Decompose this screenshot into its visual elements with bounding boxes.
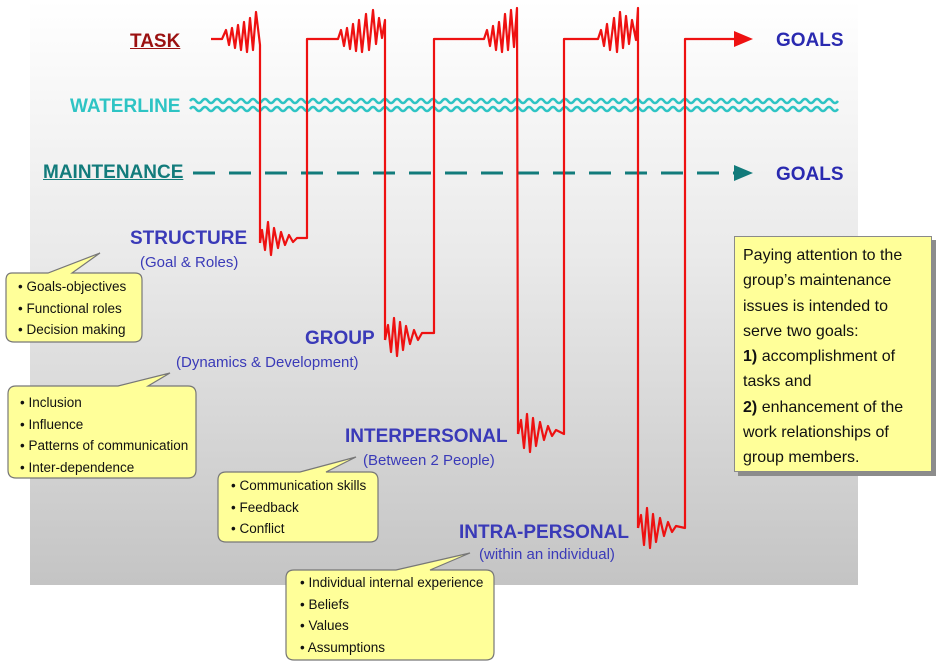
- note-line: serve two goals:: [743, 322, 859, 340]
- list-item: • Values: [300, 618, 349, 633]
- list-item: • Assumptions: [300, 639, 386, 655]
- diagram-background: [30, 0, 858, 585]
- list-item: • Goals-objectives: [18, 279, 127, 294]
- note-line: work relationships of: [743, 424, 889, 442]
- bubble-group: [7, 372, 197, 479]
- list-item: • Feedback: [231, 499, 299, 515]
- note-line: group members.: [743, 449, 860, 467]
- level-group-subtitle: (Dynamics & Development): [176, 354, 359, 371]
- list-item: • Influence: [20, 416, 84, 432]
- list-item: • Individual internal experience: [300, 575, 484, 590]
- task-process-line: [211, 6, 753, 550]
- list-item: • Decision making: [18, 322, 126, 337]
- note-goal-1: 1) accomplishment of: [743, 348, 896, 366]
- task-goals-label: GOALS: [776, 30, 844, 51]
- level-intrapersonal-title: INTRA-PERSONAL: [459, 522, 629, 543]
- wave-row: [189, 105, 839, 113]
- task-label: TASK: [130, 31, 181, 52]
- maintenance-goals-label: GOALS: [776, 164, 844, 185]
- waterline-waves: [189, 97, 839, 113]
- list-item: • Communication skills: [231, 478, 367, 493]
- bubble-interpersonal: [217, 456, 379, 543]
- bubble-structure-list: • Goals-objectives • Functional roles • …: [18, 276, 126, 341]
- bubble-group-list: • Inclusion • Influence • Patterns of co…: [20, 392, 188, 478]
- level-interpersonal-subtitle: (Between 2 People): [363, 452, 495, 469]
- list-item: • Inter-dependence: [20, 459, 135, 475]
- level-intrapersonal-subtitle: (within an individual): [479, 546, 615, 563]
- waterline-label: WATERLINE: [70, 96, 181, 117]
- bubble-intrapersonal-list: • Individual internal experience • Belie…: [300, 572, 483, 658]
- bubble-intrapersonal: [285, 552, 495, 661]
- bubble-structure: [5, 252, 143, 343]
- level-interpersonal-title: INTERPERSONAL: [345, 426, 508, 447]
- list-item: • Beliefs: [300, 596, 350, 612]
- list-item: • Functional roles: [18, 300, 122, 316]
- list-item: • Inclusion: [20, 395, 82, 410]
- bubble-interpersonal-list: • Communication skills • Feedback • Conf…: [231, 475, 366, 540]
- maintenance-note: Paying attention to the group’s maintena…: [734, 236, 932, 472]
- level-group-title: GROUP: [305, 328, 375, 349]
- note-line: issues is intended to: [743, 297, 888, 315]
- level-structure-subtitle: (Goal & Roles): [140, 254, 239, 271]
- list-item: • Patterns of communication: [20, 438, 189, 453]
- note-goal-2: 2) enhancement of the: [743, 398, 904, 416]
- wave-row: [189, 97, 839, 105]
- maintenance-label: MAINTENANCE: [43, 162, 184, 183]
- maintenance-arrow: [193, 165, 753, 181]
- note-line: Paying attention to the: [743, 247, 903, 264]
- list-item: • Conflict: [231, 521, 285, 536]
- note-line: group’s maintenance: [743, 272, 892, 290]
- level-structure-title: STRUCTURE: [130, 228, 248, 249]
- note-line: tasks and: [743, 373, 812, 391]
